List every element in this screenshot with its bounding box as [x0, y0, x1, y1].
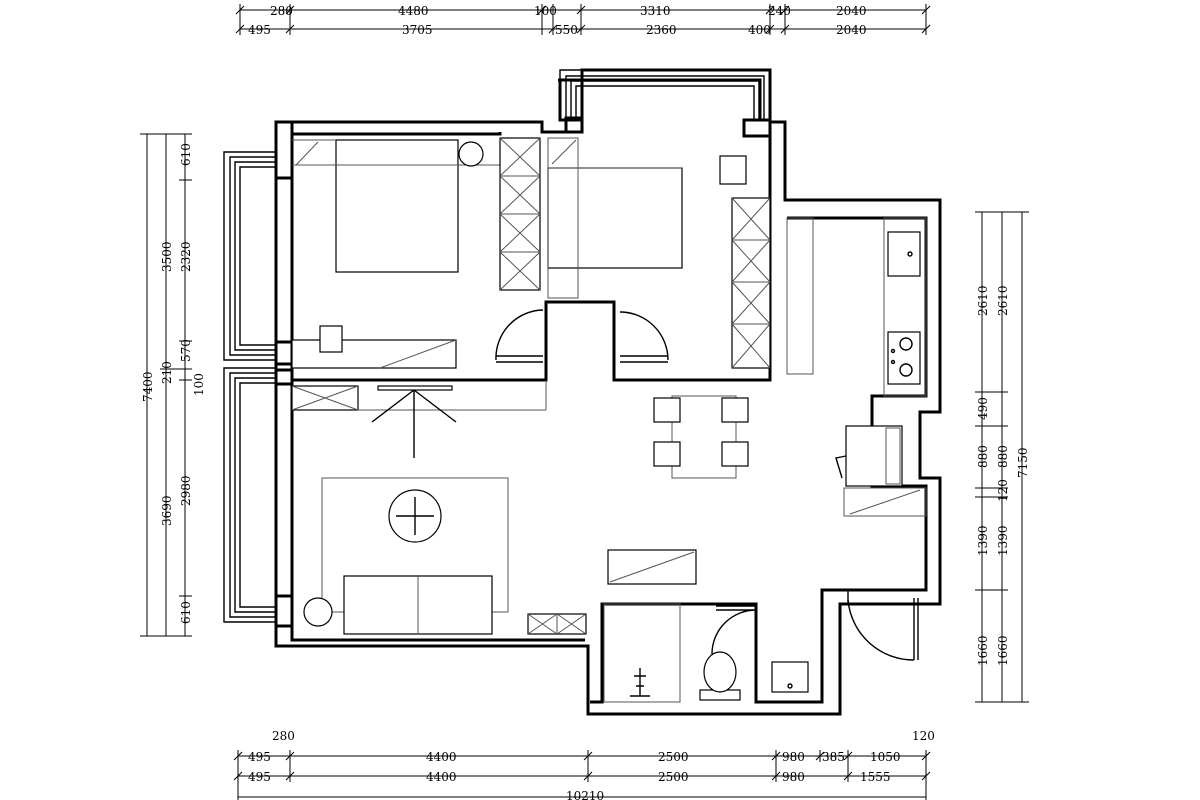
bay-window-lower — [223, 367, 276, 623]
dim-label: 570 — [179, 339, 193, 362]
dim-label: 1660 — [976, 635, 990, 666]
side-table — [303, 597, 333, 627]
bedroom1-door — [495, 309, 544, 363]
dining-chair — [721, 441, 749, 467]
dim-label: 1555 — [860, 770, 891, 784]
double-bed — [335, 139, 459, 273]
bay-window-upper — [223, 151, 276, 361]
dim-label: 240 — [768, 4, 791, 18]
second-bedroom — [547, 137, 771, 369]
dim-label: 1050 — [870, 750, 901, 764]
dim-label: 2040 — [836, 23, 867, 37]
bottom-dimension-lines — [233, 750, 931, 800]
dim-label: 610 — [179, 601, 193, 624]
dim-label: 880 — [976, 445, 990, 468]
desk — [291, 339, 457, 369]
nightstand-lamp — [458, 141, 484, 167]
dim-label: 120 — [996, 479, 1010, 502]
dim-label: 7400 — [141, 371, 155, 402]
kitchen — [786, 217, 927, 517]
dim-label: 10210 — [566, 789, 604, 800]
chair-2 — [719, 155, 747, 185]
dim-label: 2360 — [646, 23, 677, 37]
dim-label: 4400 — [426, 770, 457, 784]
top-dimension-lines — [235, 4, 931, 35]
dim-label: 3705 — [402, 23, 433, 37]
entry-door — [847, 590, 919, 661]
dim-label: 2040 — [836, 4, 867, 18]
dim-label: 4400 — [426, 750, 457, 764]
right-dimension-labels: 2610 490 880 1390 1660 2610 880 120 1390… — [976, 285, 1030, 666]
bathroom-door — [711, 605, 757, 655]
dim-label: 120 — [912, 729, 935, 743]
dim-label: 980 — [782, 770, 805, 784]
dim-label: 210 — [160, 361, 174, 384]
dim-label: 400 — [748, 23, 771, 37]
top-dimension-labels: 280 4480 100 3310 240 2040 495 3705 550 … — [248, 4, 867, 37]
dim-label: 100 — [192, 373, 206, 396]
dim-label: 4480 — [398, 4, 429, 18]
shower-fixture — [630, 668, 650, 697]
dim-label: 495 — [248, 23, 271, 37]
wash-basin — [771, 661, 809, 693]
bay-window-top — [559, 69, 771, 120]
right-dimension-lines — [975, 211, 1029, 703]
bed-2 — [547, 167, 683, 269]
dim-label: 610 — [179, 143, 193, 166]
master-bedroom — [291, 137, 544, 369]
bedroom2-door — [619, 311, 669, 363]
dim-label: 280 — [272, 729, 295, 743]
dim-label: 385 — [822, 750, 845, 764]
fridge — [845, 425, 903, 487]
living-room — [291, 380, 697, 635]
dining-chair — [653, 441, 681, 467]
left-dimension-labels: 7400 3500 210 3690 610 2320 570 100 2980… — [141, 143, 206, 624]
bottom-dimension-labels: 495 4400 2500 980 385 1050 495 4400 2500… — [248, 750, 901, 800]
dim-label: 7150 — [1016, 447, 1030, 478]
bathroom — [603, 603, 809, 703]
tv-screen — [377, 385, 453, 391]
dim-label: 3690 — [160, 495, 174, 526]
dim-label: 1390 — [976, 525, 990, 556]
dim-label: 2610 — [976, 285, 990, 316]
dim-label: 3500 — [160, 241, 174, 272]
toilet — [703, 651, 737, 693]
dim-label: 280 — [270, 4, 293, 18]
dim-label: 1390 — [996, 525, 1010, 556]
dim-label: 2500 — [658, 770, 689, 784]
wall-columns — [274, 116, 772, 628]
dim-label: 100 — [534, 4, 557, 18]
left-dimension-lines — [140, 133, 192, 637]
dim-label: 2500 — [658, 750, 689, 764]
dining-chair — [721, 397, 749, 423]
dim-label: 550 — [555, 23, 578, 37]
dim-label: 2980 — [179, 475, 193, 506]
desk-chair — [319, 325, 343, 353]
dim-label: 495 — [248, 750, 271, 764]
dim-label: 1660 — [996, 635, 1010, 666]
dim-label: 2320 — [179, 241, 193, 272]
dining-area — [653, 395, 749, 479]
dim-label: 3310 — [640, 4, 671, 18]
dim-label: 490 — [976, 397, 990, 420]
dim-label: 880 — [996, 445, 1010, 468]
wardrobe-2 — [731, 197, 771, 369]
dim-label: 495 — [248, 770, 271, 784]
dining-chair — [653, 397, 681, 423]
dim-label: 2610 — [996, 285, 1010, 316]
ceiling-light-lines — [371, 389, 457, 458]
dim-label: 980 — [782, 750, 805, 764]
kitchen-sink — [887, 231, 921, 277]
